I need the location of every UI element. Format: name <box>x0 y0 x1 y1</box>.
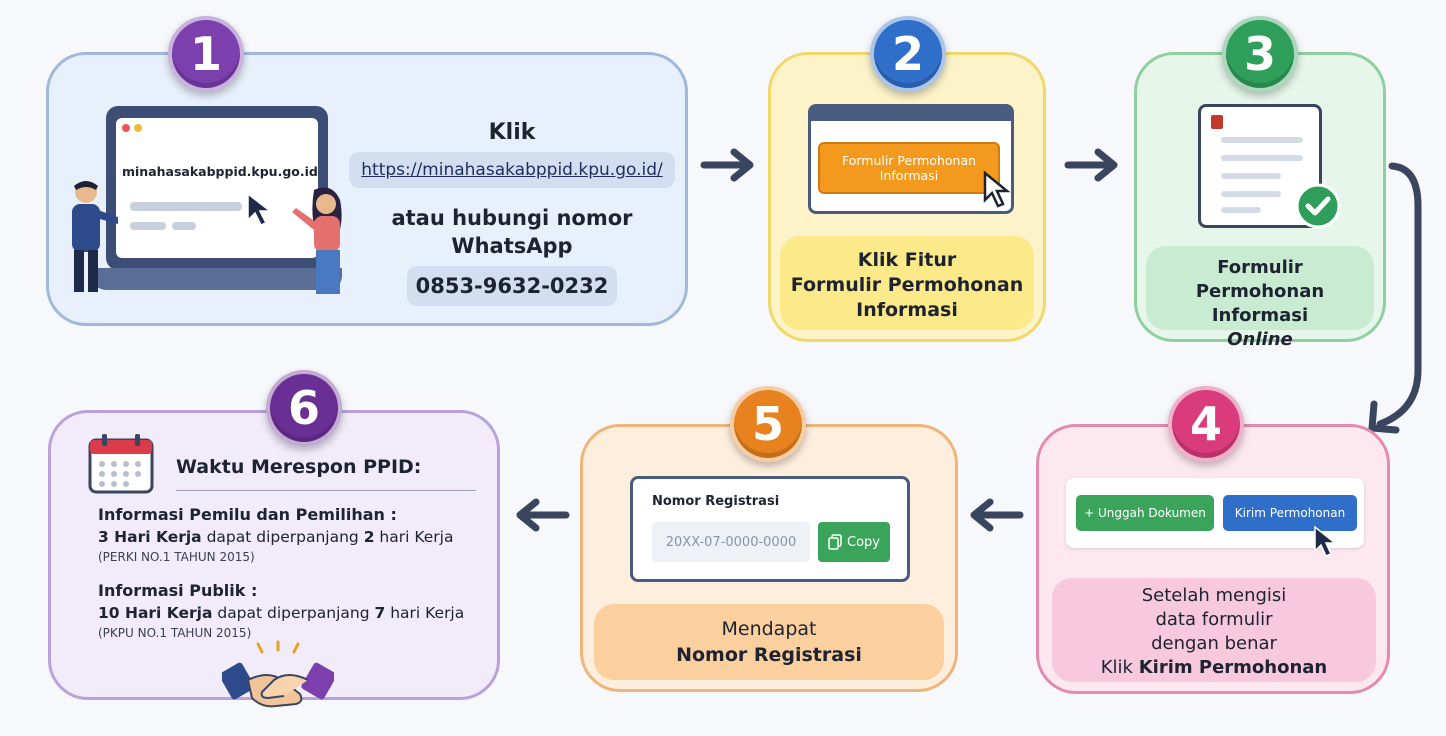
arrow-left-icon <box>516 498 570 532</box>
step3-badge: 3 <box>1222 16 1298 92</box>
section1-ref: (PERKI NO.1 TAHUN 2015) <box>98 550 255 564</box>
step1-phone[interactable]: 0853-9632-0232 <box>407 266 617 306</box>
section1-end: hari Kerja <box>374 528 454 546</box>
copy-button[interactable]: Copy <box>818 522 890 562</box>
cursor-icon <box>1314 525 1338 557</box>
arrow-curve-down-icon <box>1368 162 1422 434</box>
step5-caption: Mendapat Nomor Registrasi <box>594 616 944 668</box>
section2-title: Informasi Publik : <box>98 581 258 600</box>
section1-body: 3 Hari Kerja dapat diperpanjang 2 hari K… <box>98 526 488 548</box>
caption-line-2: Nomor Registrasi <box>676 644 862 666</box>
cursor-icon <box>983 170 1011 208</box>
caption-line-1: Klik Fitur <box>857 249 957 271</box>
caption-line-1: Setelah mengisi <box>1141 585 1287 606</box>
caption-line-3: Informasi <box>856 299 958 321</box>
caption-line-1: Mendapat <box>721 618 817 640</box>
step5-caption-bg <box>594 604 944 680</box>
upload-document-button[interactable]: + Unggah Dokumen <box>1076 495 1214 531</box>
step4-caption-bg <box>1052 578 1376 682</box>
upload-label: + Unggah Dokumen <box>1084 506 1206 520</box>
step4-caption: Setelah mengisi data formulir dengan ben… <box>1052 584 1376 680</box>
button-line-1: Formulir Permohonan <box>841 153 977 168</box>
registration-number-field[interactable]: 20XX-07-0000-0000 <box>652 522 810 562</box>
arrow-left-icon <box>970 498 1024 532</box>
caption-line-4-prefix: Klik <box>1100 657 1139 678</box>
caption-line-1: Formulir <box>1217 257 1303 278</box>
cursor-icon <box>247 192 273 226</box>
send-label: Kirim Permohonan <box>1234 506 1346 520</box>
or-line-1: atau hubungi nomor <box>391 206 633 230</box>
section2-end: hari Kerja <box>385 604 465 622</box>
section2-ref: (PKPU NO.1 TAHUN 2015) <box>98 626 252 640</box>
caption-line-3: Online <box>1227 329 1293 350</box>
caption-line-2: data formulir <box>1155 609 1273 630</box>
phone-number[interactable]: 0853-9632-0232 <box>415 274 609 298</box>
calendar-icon <box>88 434 154 494</box>
step4-badge: 4 <box>1168 386 1244 462</box>
person-woman-icon <box>292 187 342 294</box>
step6-divider <box>176 490 476 491</box>
step6-badge: 6 <box>266 370 342 446</box>
step5-badge: 5 <box>730 386 806 462</box>
step1-badge: 1 <box>168 16 244 92</box>
section2-days: 10 Hari Kerja <box>98 604 213 622</box>
caption-line-4: Klik Kirim Permohonan <box>1052 656 1376 680</box>
url-text[interactable]: https://minahasakabppid.kpu.go.id/ <box>361 160 663 180</box>
formulir-permohonan-button[interactable]: Formulir Permohonan Informasi <box>818 142 1000 194</box>
step1-click-label: Klik <box>488 120 536 145</box>
step3-caption-bg <box>1146 246 1374 330</box>
step2-caption-bg <box>780 236 1034 330</box>
arrow-right-icon <box>1064 148 1118 182</box>
section1-days: 3 Hari Kerja <box>98 528 202 546</box>
arrow-right-icon <box>700 148 754 182</box>
laptop-screen-url: minahasakabppid.kpu.go.id <box>122 164 318 179</box>
section2-ext: 7 <box>374 604 386 622</box>
caption-line-2: Formulir Permohonan <box>790 274 1024 296</box>
step2-badge: 2 <box>870 16 946 92</box>
send-request-button[interactable]: Kirim Permohonan <box>1223 495 1357 531</box>
section2: Informasi Publik : 10 Hari Kerja dapat d… <box>98 580 488 642</box>
copy-icon <box>828 534 842 550</box>
section2-body: 10 Hari Kerja dapat diperpanjang 7 hari … <box>98 602 488 624</box>
step1-or-text: atau hubungi nomor WhatsApp <box>380 204 644 260</box>
caption-line-3: dengan benar <box>1151 633 1277 654</box>
section1: Informasi Pemilu dan Pemilihan : 3 Hari … <box>98 504 488 566</box>
laptop-icon: minahasakabppid.kpu.go.id <box>92 106 362 298</box>
registration-number: 20XX-07-0000-0000 <box>665 534 797 550</box>
check-icon <box>1295 183 1341 229</box>
button-line-2: Informasi <box>879 168 939 183</box>
or-line-2: WhatsApp <box>451 234 573 258</box>
section2-mid: dapat diperpanjang <box>212 604 375 622</box>
section1-mid: dapat diperpanjang <box>201 528 364 546</box>
section1-ext: 2 <box>363 528 375 546</box>
registration-label: Nomor Registrasi <box>652 494 780 509</box>
section1-title: Informasi Pemilu dan Pemilihan : <box>98 505 397 524</box>
step3-caption: Formulir Permohonan Informasi Online <box>1146 256 1374 352</box>
handshake-icon <box>222 640 334 708</box>
caption-line-2: Permohonan Informasi <box>1195 281 1325 326</box>
step2-caption: Klik Fitur Formulir Permohonan Informasi <box>780 248 1034 323</box>
person-man-icon <box>72 181 118 292</box>
copy-label: Copy <box>847 534 880 550</box>
caption-line-4-bold: Kirim Permohonan <box>1138 657 1328 678</box>
step1-url-link[interactable]: https://minahasakabppid.kpu.go.id/ <box>349 152 675 188</box>
step6-title: Waktu Merespon PPID: <box>176 456 422 478</box>
